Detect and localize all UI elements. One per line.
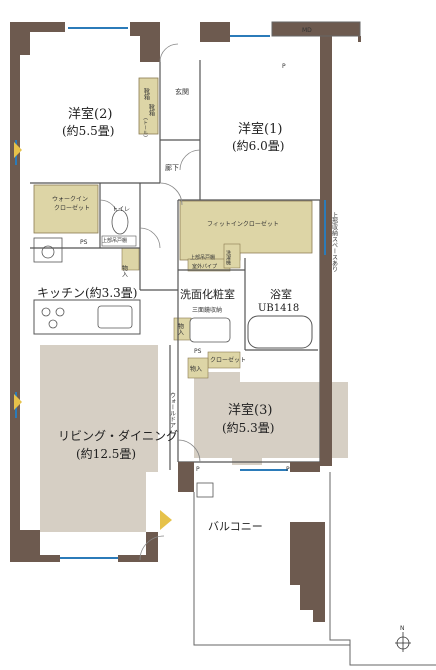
washer-label: 洗濯機 xyxy=(225,249,231,266)
western1-name: 洋室(1) xyxy=(238,121,282,137)
washroom-name: 洗面化粧室 xyxy=(180,287,235,301)
western2-size: (約5.5畳) xyxy=(62,123,114,138)
living-size: (約12.5畳) xyxy=(76,446,136,461)
living-name: リビング・ダイニング xyxy=(58,428,178,443)
western3-name: 洋室(3) xyxy=(228,402,272,418)
western1-size: (約6.0畳) xyxy=(232,138,284,153)
ps-label-1: PS xyxy=(80,239,88,246)
north-arrow-icon xyxy=(395,632,411,652)
north-label: N xyxy=(400,625,405,632)
washbasin-icon xyxy=(189,317,231,343)
living-floor xyxy=(40,345,158,532)
bath-size: UB1418 xyxy=(258,303,299,314)
toilet-sink xyxy=(101,235,137,247)
range-hood xyxy=(33,237,63,263)
closet3-label: クローゼット xyxy=(210,356,246,364)
window-marks xyxy=(15,27,326,559)
fit-in-closet xyxy=(179,200,313,261)
fit-in-closet-label: フィットインクローゼット xyxy=(207,220,279,228)
cabinet-note: 上部吊戸棚 xyxy=(102,237,127,244)
washer-cabinet xyxy=(223,243,241,269)
md-label: MD xyxy=(302,27,312,34)
wic-label-2: クローゼット xyxy=(54,204,90,212)
bath-name: 浴室 xyxy=(270,287,292,301)
storage3 xyxy=(187,357,209,379)
western3-size: (約5.3畳) xyxy=(222,420,274,435)
p-label-3: P xyxy=(286,466,290,473)
window-handles xyxy=(14,142,172,530)
storage3-label: 物入 xyxy=(190,365,202,373)
outdoor-pipe-label: 室外パイプ xyxy=(192,263,217,270)
p-label-1: P xyxy=(282,63,286,70)
storage-kitchen-label: 物入 xyxy=(121,264,128,277)
toilet-icon xyxy=(111,209,129,235)
ac-unit-icon xyxy=(196,482,214,498)
range-icon xyxy=(41,245,55,259)
shoe-box2-label: 靴箱 xyxy=(148,103,155,117)
walk-in-closet xyxy=(33,184,99,234)
upper-storage-label: 上部収納スペースあり xyxy=(331,211,338,272)
western2-name: 洋室(2) xyxy=(68,106,112,122)
balcony-railing xyxy=(193,21,436,666)
toilet-label: トイレ xyxy=(112,206,130,213)
bathtub-icon xyxy=(247,315,313,349)
wic-label-1: ウォークイン xyxy=(52,195,88,203)
p-label-2: P xyxy=(196,466,200,473)
balcony-name: バルコニー xyxy=(208,520,263,533)
kitchen-name: キッチン(約3.3畳) xyxy=(37,285,137,300)
door-swings xyxy=(99,43,201,561)
storage-wash-label: 物入 xyxy=(177,322,184,335)
kitchen-counter xyxy=(33,299,141,335)
upper-shelf-label: 上部吊戸棚 xyxy=(190,254,215,261)
exterior-walls xyxy=(10,22,361,622)
stove-icon xyxy=(41,307,65,329)
shoe-box-label: 靴箱 xyxy=(143,87,150,101)
ps-label-2: PS xyxy=(194,348,202,355)
shoe-box xyxy=(138,77,159,135)
hallway-label: 廊下 xyxy=(165,163,179,172)
western3-floor xyxy=(194,372,348,465)
walk-door-label: ウォールドア xyxy=(169,392,176,428)
entrance-label: 玄関 xyxy=(175,87,189,96)
shoe-box2-note: (トール) xyxy=(142,118,148,137)
mirror-label: 三面鏡収納 xyxy=(192,306,222,314)
sink-icon xyxy=(97,305,133,329)
